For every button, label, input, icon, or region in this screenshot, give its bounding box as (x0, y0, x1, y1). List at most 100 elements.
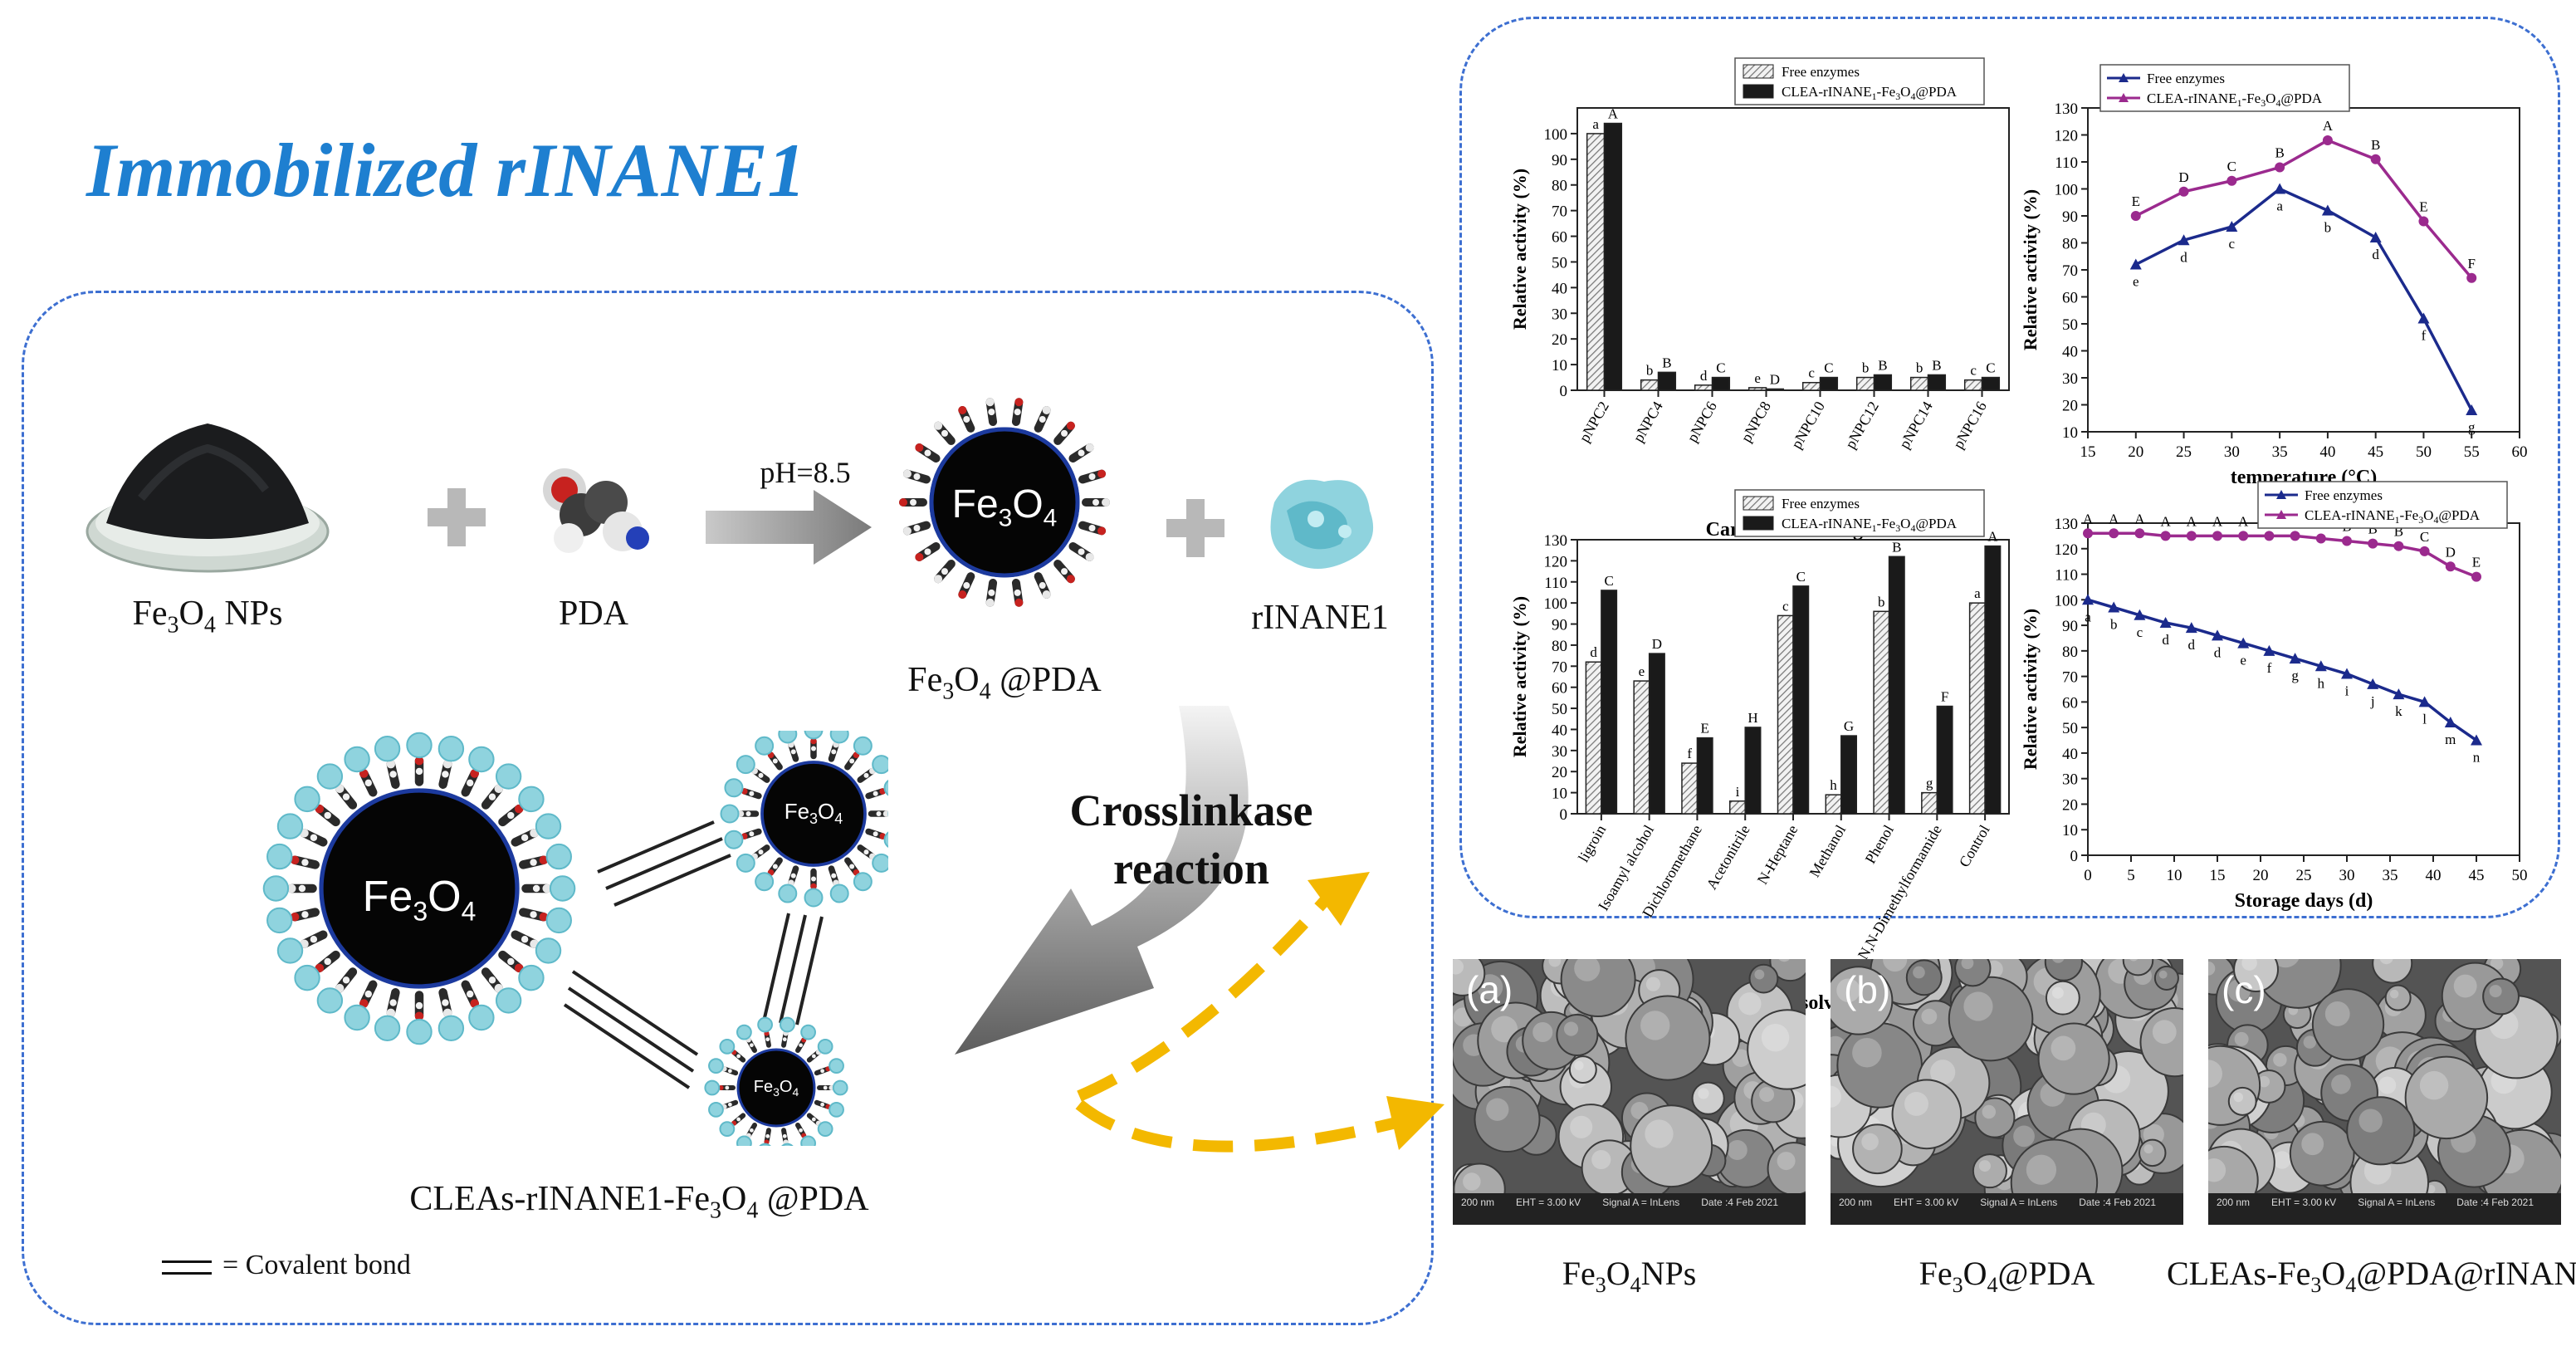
x-tick-label: 20 (2253, 867, 2269, 884)
pda-atom (1097, 526, 1107, 536)
sem-highlight (1982, 1104, 1997, 1119)
data-point (2227, 175, 2237, 186)
fe3o4-core-label: Fe3O4 (951, 482, 1058, 532)
enzyme (549, 875, 576, 902)
point-label: l (2422, 711, 2427, 727)
point-label: j (2370, 693, 2375, 709)
sem-highlight (1883, 959, 1908, 972)
pda-atom (941, 429, 948, 437)
pda-atom (1042, 406, 1051, 415)
sem-highlight (1591, 1149, 1611, 1170)
sem-particle (1974, 1097, 2016, 1138)
x-tick-label: Phenol (1862, 822, 1897, 866)
sem-highlight (2490, 959, 2504, 970)
y-tick-label: 40 (1552, 280, 1567, 297)
bar-label: C (1986, 360, 1995, 376)
x-tick-label: 50 (2512, 867, 2528, 884)
sem-particle (2139, 1138, 2167, 1167)
x-tick-label: pNPC12 (1842, 399, 1882, 452)
data-point (2418, 696, 2431, 707)
pda-atom (539, 855, 549, 865)
y-tick-label: 120 (2055, 541, 2079, 559)
bar (1640, 379, 1659, 391)
fe3o4-pda-label: Fe3O4 @PDA (907, 661, 1102, 705)
sem-particle (1905, 959, 1943, 996)
sem-tag-a: (a) (1466, 968, 1513, 1011)
enzyme (759, 1143, 771, 1146)
enzyme (736, 853, 755, 873)
sem-particle (1954, 959, 1992, 987)
sem-highlight (1574, 959, 1601, 981)
point-label: e (2240, 653, 2246, 668)
pda-atom (532, 884, 540, 893)
data-point (2083, 528, 2093, 539)
point-label: A (2134, 511, 2145, 526)
x-tick-label: pNPC2 (1576, 399, 1612, 445)
pda-atom (902, 526, 912, 536)
x-tick-label: 30 (2224, 443, 2240, 461)
plus-icon-2-vertical (1186, 499, 1205, 557)
pda-atom (290, 855, 300, 865)
bar-label: e (1754, 370, 1761, 386)
bar (1744, 727, 1762, 815)
pda-atom (488, 976, 496, 984)
enzyme (316, 987, 344, 1014)
sem-particle (2372, 959, 2413, 984)
enzyme (778, 883, 798, 903)
pda-atom (1042, 590, 1051, 599)
enzyme (829, 883, 849, 903)
enzyme (437, 736, 465, 762)
y-tick-label: 20 (1552, 764, 1567, 781)
y-tick-label: 100 (1544, 126, 1568, 144)
point-label: F (2467, 256, 2475, 272)
pda-atom (290, 912, 300, 922)
sem-highlight (1861, 1133, 1879, 1151)
enzyme (266, 843, 293, 870)
enzyme (736, 1024, 752, 1040)
sem-particle (1625, 995, 1711, 1081)
pda-atom (799, 1043, 803, 1048)
enzyme (817, 1121, 833, 1138)
point-label: C (2227, 159, 2236, 174)
pda-atom (1039, 582, 1046, 590)
sem-tag-b: (b) (1844, 968, 1891, 1011)
bar-label: i (1736, 784, 1740, 800)
x-tick-label: 50 (2416, 443, 2432, 461)
point-label: D (2178, 169, 2188, 185)
enzyme (755, 872, 775, 892)
sem-highlight (1645, 1119, 1674, 1148)
pda-atom (342, 976, 350, 984)
bar-label: B (1892, 539, 1901, 555)
bar-label: C (1824, 360, 1833, 376)
sem-highlight (2273, 1151, 2291, 1169)
sem-highlight (1453, 959, 1464, 975)
y-tick-label: 100 (2055, 182, 2079, 199)
y-tick-label: 40 (2062, 344, 2078, 361)
bar-label: b (1916, 360, 1923, 376)
pda-atom (910, 499, 917, 506)
pda-atom (298, 884, 306, 893)
legend-entry: CLEA-rINANE1-Fe3O4@PDA (2305, 507, 2481, 526)
sem-highlight (2208, 1158, 2227, 1182)
pda-atom (415, 767, 423, 776)
pda-atom (1014, 409, 1021, 416)
y-tick-label: 20 (2062, 398, 2078, 415)
point-label: m (2445, 732, 2456, 747)
legend-marker (2276, 510, 2286, 519)
charts-panel (1459, 17, 2560, 918)
data-point (2108, 601, 2120, 613)
y-tick-label: 90 (2062, 208, 2078, 226)
right-arrow-icon (706, 490, 872, 565)
bar-label: f (1687, 746, 1692, 761)
bar (1819, 376, 1839, 391)
y-tick-label: 130 (2055, 516, 2079, 533)
pda-atom (913, 473, 921, 481)
pda-atom (386, 1008, 396, 1018)
pda-atom (442, 771, 449, 778)
y-tick-label: 40 (1552, 722, 1567, 739)
pda-atom (542, 883, 551, 893)
